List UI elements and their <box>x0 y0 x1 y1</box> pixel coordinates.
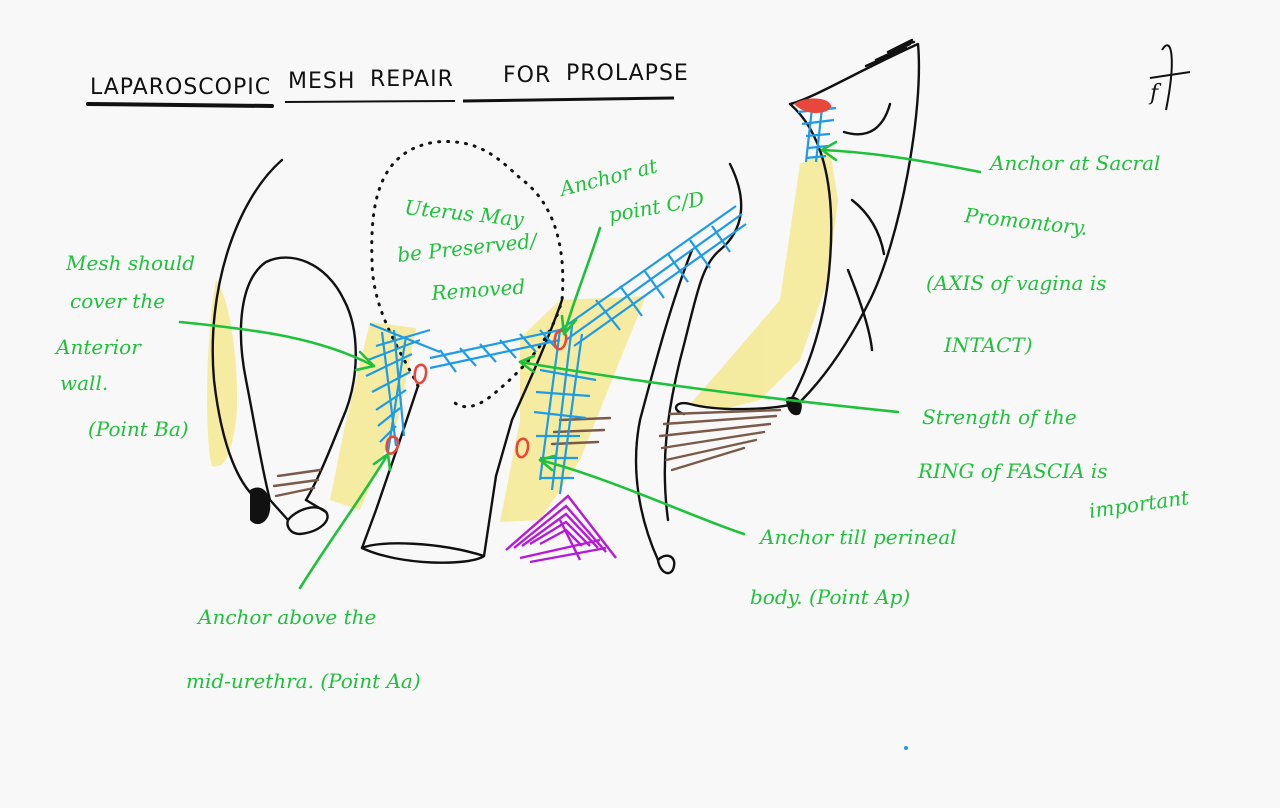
title-word-5: PROLAPSE <box>566 61 689 86</box>
label-axis-line-1: (AXIS of vagina is <box>926 271 1107 295</box>
label-mesh-line-2: cover the <box>70 289 165 313</box>
title-underline-1 <box>86 102 274 108</box>
annotation-leaders <box>178 140 982 590</box>
label-anchor-urethra: Anchor above the mid-urethra. (Point Aa) <box>186 605 421 693</box>
label-perineal-line-2: body. (Point Ap) <box>750 585 910 609</box>
label-uterus-line-3: Removed <box>430 275 526 306</box>
title-underline-2 <box>284 100 456 103</box>
label-fascia-line-1: Strength of the <box>922 405 1077 429</box>
leader-perineal <box>538 458 746 536</box>
title-word-4: FOR <box>503 63 551 88</box>
rectum-outline-2 <box>663 162 743 522</box>
anchor-ap-icon <box>515 437 530 459</box>
label-fascia-line-3: important <box>1087 485 1191 523</box>
leader-urethra <box>298 452 390 590</box>
label-axis-line-2: INTACT) <box>943 333 1033 357</box>
label-mesh-line-5: (Point Ba) <box>88 417 189 441</box>
anatomy-outlines <box>211 38 921 575</box>
mesh-anterior-arm <box>365 322 441 453</box>
sacrum-outline <box>788 42 921 404</box>
title-word-1: LAPAROSCOPIC <box>90 75 271 100</box>
label-uterus-line-2: be Preserved/ <box>396 228 540 267</box>
anchor-sacral-icon <box>793 98 832 114</box>
vaginal-opening <box>360 542 486 564</box>
svg-text:f: f <box>1148 81 1162 106</box>
leader-fascia <box>518 360 900 414</box>
label-urethra-line-2: mid-urethra. (Point Aa) <box>186 669 421 693</box>
leader-mesh-anterior <box>178 320 376 368</box>
label-sacral-line-1: Anchor at Sacral <box>988 151 1160 175</box>
label-anchor-cd-line-2: point C/D <box>607 187 706 227</box>
label-anchor-cd-line-1: Anchor at <box>555 153 660 201</box>
signature: f <box>1148 44 1191 111</box>
vagina-anterior-wall <box>360 384 420 550</box>
rectum-muscle-hatching <box>272 408 782 498</box>
diagram-title: LAPAROSCOPIC MESH REPAIR FOR PROLAPSE <box>86 61 689 108</box>
bladder-outline <box>239 256 346 502</box>
label-urethra-line-1: Anchor above the <box>196 605 376 629</box>
label-perineal-line-1: Anchor till perineal <box>758 525 957 549</box>
stray-dot <box>904 746 908 750</box>
uterus-dotted-outline <box>370 140 565 409</box>
leader-sacral <box>820 148 982 174</box>
title-word-3: REPAIR <box>370 67 454 92</box>
anchor-ba-icon <box>413 363 428 385</box>
label-mesh-anterior: Mesh should cover the Anterior wall. (Po… <box>54 251 195 441</box>
label-uterus-line-1: Uterus May <box>403 195 525 231</box>
urethra-tube <box>286 506 329 536</box>
mesh-sacral-arm <box>559 205 747 347</box>
label-mesh-line-3: Anterior <box>54 335 142 359</box>
mesh-cervical-band <box>429 328 561 373</box>
rectum-outline-1 <box>634 248 694 562</box>
anal-canal <box>656 554 676 575</box>
title-underline-3 <box>462 96 675 103</box>
perineal-body <box>505 494 617 564</box>
label-mesh-line-1: Mesh should <box>65 251 195 275</box>
label-sacral-line-2: Promontory. <box>962 203 1088 240</box>
leader-anchor-cd <box>562 226 602 336</box>
anchor-cd-icon <box>553 329 568 351</box>
fascia-shading <box>207 150 838 522</box>
label-axis: (AXIS of vagina is INTACT) <box>926 271 1107 357</box>
title-word-2: MESH <box>288 69 355 94</box>
label-mesh-line-4: wall. <box>60 371 108 395</box>
label-anchor-sacral: Anchor at Sacral Promontory. <box>962 151 1160 240</box>
label-uterus: Uterus May be Preserved/ Removed <box>396 195 540 305</box>
anchor-urethra-icon <box>385 435 400 455</box>
pubic-outer-curve <box>211 158 284 502</box>
bladder-inner <box>304 298 357 502</box>
anchor-points <box>385 98 832 459</box>
label-fascia-line-2: RING of FASCIA is <box>917 459 1108 483</box>
label-anchor-cd: Anchor at point C/D <box>555 153 706 227</box>
label-fascia: Strength of the RING of FASCIA is import… <box>917 405 1191 523</box>
label-anchor-perineal: Anchor till perineal body. (Point Ap) <box>750 525 957 609</box>
